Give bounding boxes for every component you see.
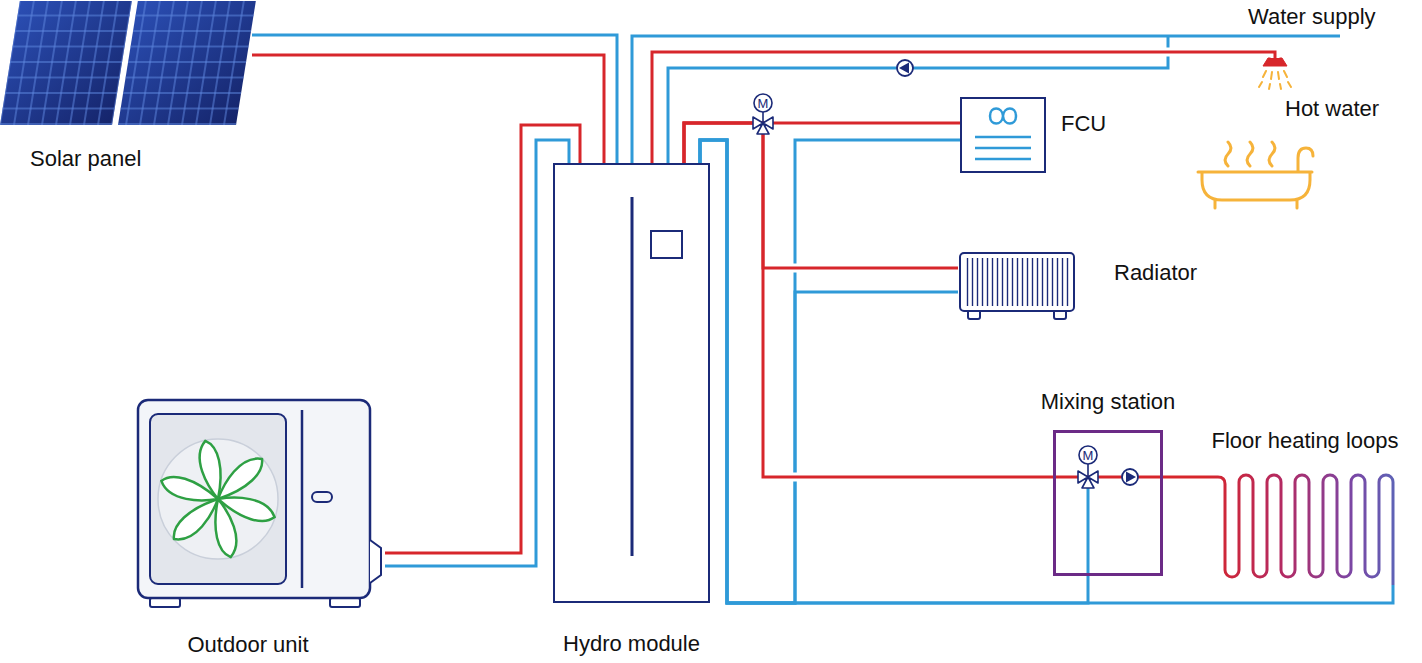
pipe-gap <box>652 52 1275 163</box>
pipe-gap <box>684 123 960 163</box>
three-way-valve <box>1078 471 1098 488</box>
pipe-gap <box>1163 473 1205 482</box>
three-way-valve <box>753 117 773 134</box>
handle-slot <box>312 492 332 502</box>
supply-pipe <box>684 123 958 268</box>
mixing-return-pipe <box>1087 486 1090 576</box>
supply-pipe <box>652 52 1275 163</box>
return-pipe <box>700 140 1393 603</box>
hot-water-drawing <box>1198 58 1313 208</box>
pipe-gaps <box>252 52 1275 553</box>
heating-loop <box>1205 475 1393 585</box>
solar-grid <box>118 1 256 125</box>
hydro-module: Hydro module <box>553 163 710 603</box>
solar-module <box>118 1 256 125</box>
fan-grille <box>150 414 286 584</box>
outdoor-unit-drawing <box>138 400 381 607</box>
node-label: Radiator <box>1114 260 1197 286</box>
node-label: Floor heating loops <box>1211 428 1398 454</box>
pipe-gap <box>385 125 580 553</box>
motor-circle <box>754 94 772 112</box>
pipe-connection <box>370 540 381 583</box>
fan-blade <box>218 459 262 499</box>
pump-symbol <box>897 60 913 76</box>
unit-foot <box>330 598 360 607</box>
solar-module <box>0 1 132 125</box>
fan-blade <box>174 499 218 539</box>
bathtub <box>1198 148 1313 208</box>
unit-foot <box>150 598 180 607</box>
pump-arrow <box>899 63 909 74</box>
radiator-drawing <box>960 253 1074 319</box>
motor-label: M <box>758 97 769 110</box>
outdoor-unit: Outdoor unit <box>135 398 385 610</box>
supply-pipe <box>385 125 580 553</box>
hot-water-outlet: Hot water <box>1195 58 1400 210</box>
mixing-station: Mixing station <box>1053 430 1163 576</box>
node-label: Hot water <box>1285 96 1379 122</box>
pipe-gap <box>684 123 1053 477</box>
floor-heating-loops: Floor heating loops <box>1205 460 1405 585</box>
radiator-fins <box>964 258 1070 306</box>
pipe-gap <box>684 123 958 268</box>
return-pipe <box>252 35 617 163</box>
panel-seam <box>301 410 304 588</box>
shower-head <box>1263 58 1287 66</box>
supply-pipe <box>684 123 960 163</box>
fan-ring <box>158 439 278 559</box>
return-pipe <box>385 140 569 566</box>
supply-pipes <box>252 52 1275 553</box>
pump-arrow <box>1126 472 1136 483</box>
pipe-gap <box>252 55 604 163</box>
return-pipes <box>252 35 1393 603</box>
solar-grid <box>0 1 132 125</box>
unit-casing <box>138 400 370 598</box>
motor-circle <box>1079 446 1097 464</box>
node-label: Mixing station <box>1041 389 1176 415</box>
module-seam <box>631 197 634 556</box>
supply-pipe <box>1163 476 1205 479</box>
water-supply-pipe <box>632 36 1340 163</box>
solar-panel-drawing <box>0 1 256 125</box>
return-pipe <box>700 140 958 603</box>
radiator: Radiator <box>958 248 1076 320</box>
supply-pipe <box>684 123 1053 477</box>
pump-symbol <box>1122 469 1138 485</box>
control-display <box>651 231 682 258</box>
motor-label: M <box>1083 449 1094 462</box>
water-drops <box>1259 71 1291 89</box>
pipe-label: Water supply <box>1248 4 1376 30</box>
valve-stem <box>1087 464 1089 477</box>
valve-stem <box>762 112 764 123</box>
mixing-supply-pipe <box>1053 476 1163 479</box>
air-lines <box>975 137 1031 159</box>
supply-pipe <box>252 55 604 163</box>
radiator-body <box>960 253 1074 311</box>
node-label: Hydro module <box>563 631 700 657</box>
fan-symbol <box>990 109 1016 124</box>
return-pipe <box>700 140 960 603</box>
return-pipe <box>700 140 1088 603</box>
node-label: Solar panel <box>30 146 141 172</box>
node-label: Outdoor unit <box>187 632 308 658</box>
fan-coil-unit: FCU <box>960 97 1046 173</box>
fan-blade <box>183 441 240 499</box>
steam <box>1225 142 1275 166</box>
solar-panel: Solar panel <box>0 0 252 176</box>
node-label: FCU <box>1061 111 1106 137</box>
